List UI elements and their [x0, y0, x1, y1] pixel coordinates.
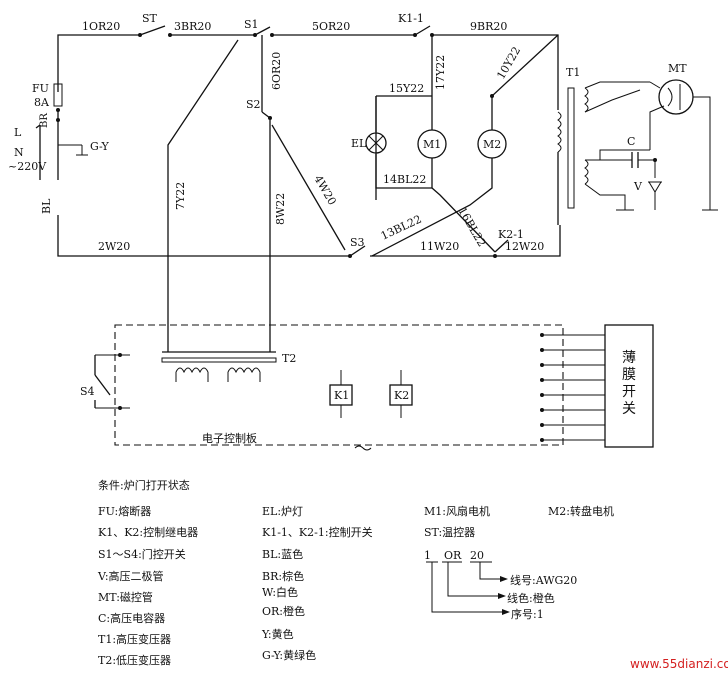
fan-motor-symbol	[417, 129, 447, 159]
wire-label-3: 3BR20	[174, 20, 211, 33]
membrane-switch-box	[604, 324, 654, 448]
hv-diode-v	[648, 181, 662, 210]
wire-label-4: 4W20	[311, 173, 338, 207]
label-mt: MT	[668, 62, 687, 75]
wire-code-guide	[426, 561, 510, 615]
label-k1: K1	[334, 389, 349, 402]
hv-capacitor-c	[600, 149, 657, 178]
label-s3: S3	[350, 236, 365, 249]
relay-contact-k1-1	[375, 25, 496, 253]
door-switch-s2	[261, 111, 346, 340]
wire-label-5: 5OR20	[312, 20, 350, 33]
wire-label-12: 12W20	[505, 240, 544, 253]
wire-label-17: 17Y22	[434, 55, 447, 90]
label-k2: K2	[394, 389, 409, 402]
wire-label-13: 13BL22	[379, 213, 424, 243]
label-board: 电子控制板	[202, 431, 257, 445]
wire-label-1: 1OR20	[82, 20, 120, 33]
turntable-motor-symbol	[371, 34, 559, 257]
fuse-symbol	[53, 83, 63, 107]
thermostat-switch	[138, 25, 172, 37]
label-membrane: 薄膜开关	[622, 350, 636, 417]
label-gy: G-Y	[90, 140, 109, 153]
label-bl: BL	[40, 198, 53, 214]
label-n: N	[14, 146, 24, 159]
door-switch-s1	[167, 26, 274, 340]
label-br: BR	[39, 113, 50, 128]
watermark: www.55dianzi.com	[630, 657, 728, 671]
label-c: C	[627, 135, 635, 148]
label-t2: T2	[282, 352, 296, 365]
label-voltage: ~220V	[8, 160, 47, 173]
label-fu-rating: 8A	[34, 96, 50, 109]
wire-label-9: 9BR20	[470, 20, 507, 33]
power-wiring	[35, 34, 561, 257]
magnetron-mt	[649, 79, 718, 211]
wire-label-14: 14BL22	[383, 173, 426, 186]
wire-label-10: 10Y22	[494, 44, 523, 81]
label-k1-1: K1-1	[398, 12, 424, 25]
control-board	[94, 324, 564, 451]
hv-transformer-t1	[557, 81, 650, 225]
label-t1: T1	[566, 66, 580, 79]
wire-label-8: 8W22	[274, 193, 287, 225]
wire-label-15: 15Y22	[389, 82, 424, 95]
wire-label-16: 16BL22	[455, 205, 488, 249]
label-st: ST	[142, 12, 158, 25]
label-el: EL	[351, 137, 367, 150]
label-m1: M1	[423, 138, 441, 151]
label-k2-1: K2-1	[498, 228, 524, 241]
label-s2: S2	[246, 98, 261, 111]
door-switch-s3	[348, 245, 366, 258]
lamp-symbol	[365, 132, 387, 154]
membrane-connector	[540, 324, 654, 448]
relay-contact-k2-1	[493, 239, 509, 258]
label-s1: S1	[244, 18, 259, 31]
label-s4: S4	[80, 385, 95, 398]
wire-label-6: 6OR20	[270, 52, 283, 90]
wire-label-11: 11W20	[420, 240, 459, 253]
label-v: V	[633, 180, 643, 193]
label-fu: FU	[32, 82, 49, 95]
wire-label-2: 2W20	[98, 240, 130, 253]
wire-label-7: 7Y22	[174, 182, 187, 210]
label-l: L	[14, 126, 22, 139]
label-m2: M2	[483, 138, 501, 151]
